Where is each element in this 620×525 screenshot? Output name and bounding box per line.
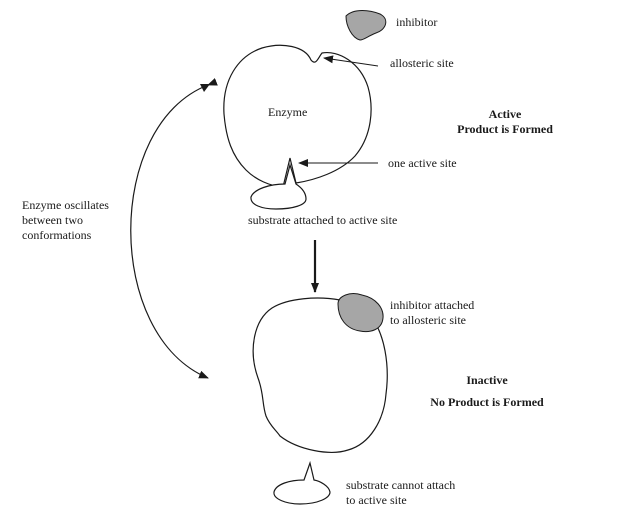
allosteric-site-pointer <box>323 55 379 67</box>
oscillation-label-line3: conformations <box>22 228 92 242</box>
active-state-subtitle: Product is Formed <box>457 122 553 136</box>
active-enzyme-shape <box>223 44 372 188</box>
enzyme-label: Enzyme <box>268 105 308 119</box>
attached-inhibitor-shape <box>337 293 384 333</box>
oscillation-label-line1: Enzyme oscillates <box>22 198 109 212</box>
active-state-title: Active <box>488 107 522 121</box>
inactive-enzyme-shape <box>252 297 388 453</box>
oscillation-label-line2: between two <box>22 213 83 227</box>
substrate-cannot-label-line1: substrate cannot attach <box>346 478 456 492</box>
inhibitor-attached-label-line2: to allosteric site <box>390 313 466 327</box>
allosteric-site-label: allosteric site <box>390 56 454 70</box>
inactive-state-subtitle: No Product is Formed <box>430 395 544 409</box>
attached-substrate-shape <box>250 162 307 210</box>
inhibitor-shape <box>345 10 387 41</box>
oscillation-arc <box>130 78 218 379</box>
inactive-state-title: Inactive <box>466 373 508 387</box>
substrate-cannot-label-line2: to active site <box>346 493 407 507</box>
one-active-site-label: one active site <box>388 156 457 170</box>
detached-substrate-shape <box>273 460 331 505</box>
substrate-attached-label: substrate attached to active site <box>248 213 398 227</box>
inhibitor-label: inhibitor <box>396 15 438 29</box>
oscillation-arc-head-top <box>200 84 210 92</box>
inhibitor-attached-label-line1: inhibitor attached <box>390 298 475 312</box>
